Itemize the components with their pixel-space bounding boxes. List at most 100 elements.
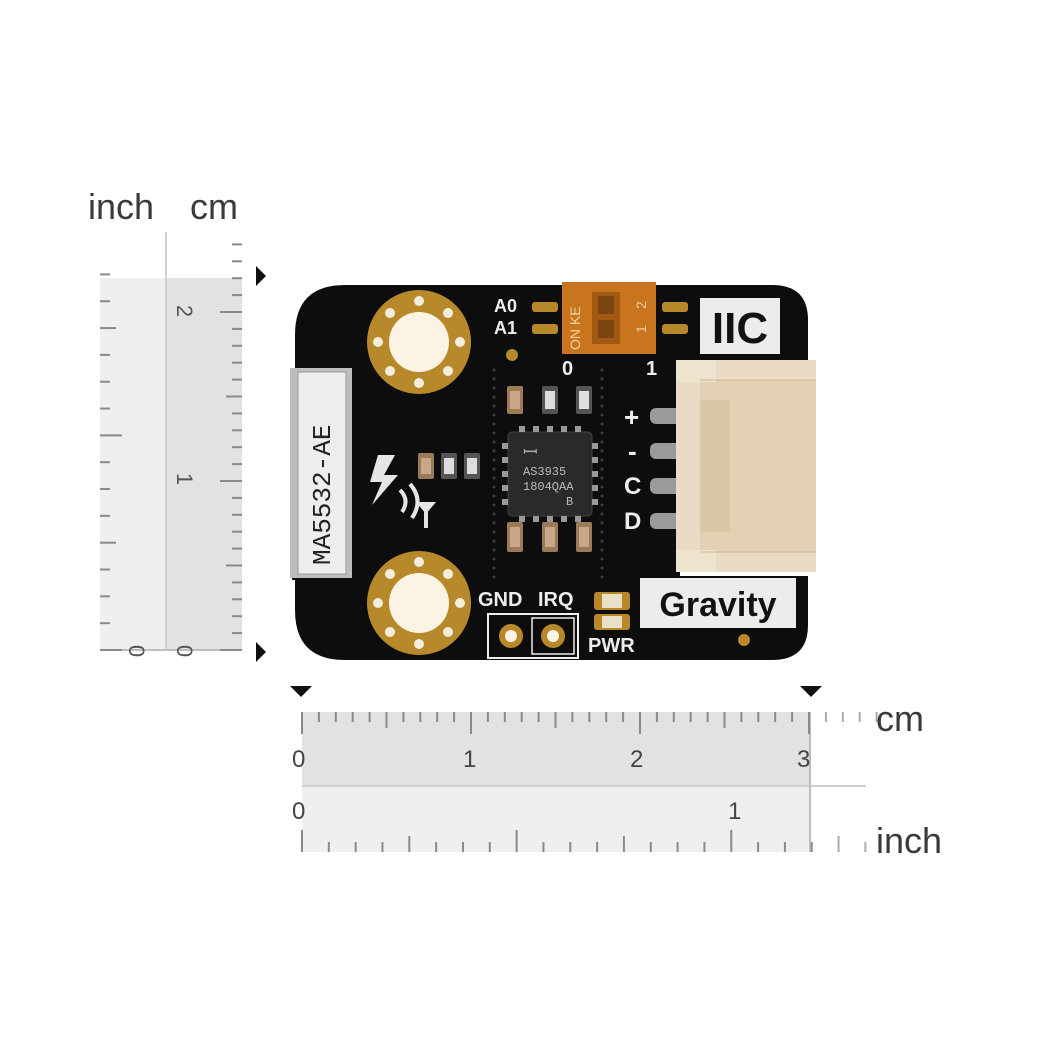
silk-dot	[492, 485, 496, 489]
silk-dot	[600, 503, 604, 507]
silk-dot	[492, 440, 496, 444]
silk-dot	[492, 431, 496, 435]
silk-dot	[492, 395, 496, 399]
silk-dot	[492, 413, 496, 417]
ic-pin	[575, 426, 581, 432]
silk-dot	[600, 404, 604, 408]
ic-pin	[547, 426, 553, 432]
ic-pin	[502, 443, 508, 449]
ic-pin	[561, 426, 567, 432]
dip-number-1: 1	[633, 325, 649, 333]
ring-dot	[385, 308, 396, 319]
ic-label-line2: 1804QAA	[523, 480, 574, 494]
gnd-irq-header	[487, 613, 579, 659]
silk-dot	[600, 386, 604, 390]
vertical-inch-label-0: 0	[124, 644, 150, 658]
ring-dot	[442, 569, 453, 580]
ring-dot	[414, 639, 424, 649]
horizontal-left-marker-icon	[290, 686, 312, 697]
ic-pin	[561, 516, 567, 522]
ic-chip: ꟷ AS3935 1804QAA B	[502, 426, 598, 522]
horizontal-cm-ticks	[301, 712, 878, 734]
coil-label: MA5532-AE	[308, 425, 338, 565]
ic-pin	[592, 499, 598, 505]
ic-label-line1: AS3935	[523, 465, 566, 479]
dip-position-1: 1	[646, 358, 657, 380]
silk-dot	[492, 476, 496, 480]
silk-dot	[492, 422, 496, 426]
ring-dot	[414, 378, 424, 388]
ic-pin	[547, 516, 553, 522]
silk-dot	[600, 440, 604, 444]
silk-dot	[492, 458, 496, 462]
silk-dot	[600, 566, 604, 570]
silk-dot	[492, 575, 496, 579]
ic-pin	[575, 516, 581, 522]
silk-dot	[492, 557, 496, 561]
silk-dot	[492, 539, 496, 543]
ic-pin	[592, 471, 598, 477]
lightning-antenna-icon	[370, 455, 436, 528]
ring-dot	[414, 296, 424, 306]
ic-pin	[519, 516, 525, 522]
silk-dot	[600, 512, 604, 516]
ring-dot	[442, 365, 453, 376]
pwr-label: PWR	[588, 635, 635, 657]
ring-dot	[455, 598, 465, 608]
horizontal-cm-label-1: 1	[463, 746, 477, 773]
silk-dot	[600, 521, 604, 525]
silk-dot	[492, 503, 496, 507]
silk-dot	[492, 521, 496, 525]
irq-label: IRQ	[538, 589, 574, 611]
silk-dot	[600, 494, 604, 498]
ic-pin	[502, 457, 508, 463]
ring-dot	[373, 337, 383, 347]
dip-switch: ON KE 1 2	[562, 282, 656, 354]
silk-dot	[492, 467, 496, 471]
horizontal-cm-unit: cm	[876, 698, 924, 739]
gravity-badge: Gravity	[640, 578, 796, 628]
silk-dot	[600, 431, 604, 435]
silk-dot	[600, 575, 604, 579]
horizontal-right-marker-icon	[800, 686, 822, 697]
silk-dot	[600, 467, 604, 471]
ring-dot	[385, 365, 396, 376]
vertical-inch-scale	[100, 278, 166, 650]
pin-c-label: C	[624, 473, 641, 500]
silk-dot	[492, 548, 496, 552]
silk-dot	[492, 368, 496, 372]
horizontal-cm-label-2: 2	[630, 746, 644, 773]
gravity-connector	[676, 360, 816, 572]
ic-pin	[502, 499, 508, 505]
pwr-led	[594, 592, 630, 630]
silk-dot	[600, 539, 604, 543]
mounting-hole-bottom	[367, 551, 471, 655]
pin-d-label: D	[624, 508, 641, 535]
vertical-inch-ticks	[100, 273, 122, 651]
pin-minus-label: -	[628, 436, 637, 466]
vertical-cm-ticks	[220, 243, 242, 651]
vertical-top-marker-icon	[256, 266, 266, 286]
address-a0-label: A0	[494, 296, 517, 316]
horizontal-inch-label-1: 1	[728, 798, 742, 825]
silk-dot	[600, 530, 604, 534]
silk-dot	[600, 422, 604, 426]
silk-dot	[600, 413, 604, 417]
vertical-cm-label-2: 2	[172, 304, 198, 318]
horizontal-inch-ticks	[301, 830, 867, 852]
iic-badge: IIC	[700, 298, 780, 354]
ic-pin	[592, 457, 598, 463]
ic-label-line3: B	[566, 495, 573, 509]
horizontal-cm-label-3: 3	[797, 746, 811, 773]
silk-dot	[600, 449, 604, 453]
ring-dot	[455, 337, 465, 347]
ic-pin	[533, 516, 539, 522]
silk-dot	[492, 386, 496, 390]
gnd-label: GND	[478, 589, 522, 611]
ic-pin	[592, 485, 598, 491]
ic-pin	[502, 471, 508, 477]
iic-label: IIC	[712, 304, 768, 353]
address-a1-label: A1	[494, 318, 517, 338]
silk-dot	[600, 395, 604, 399]
